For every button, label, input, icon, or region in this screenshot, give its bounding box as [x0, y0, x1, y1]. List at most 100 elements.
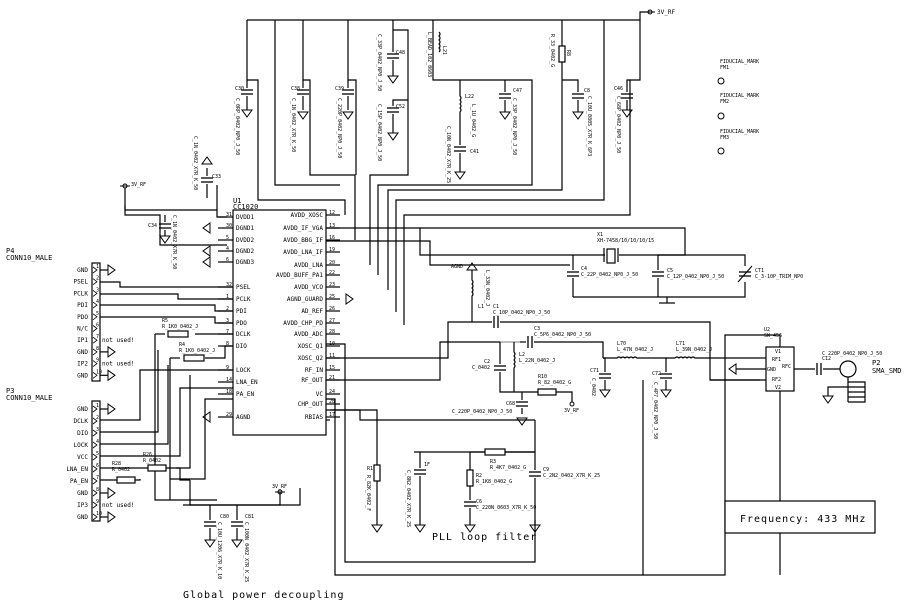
svg-text:P3: P3 — [6, 387, 14, 395]
u1-pin-avdd-xosc: AVDD_XOSC — [290, 212, 323, 219]
svg-text:C6: C6 — [476, 499, 482, 505]
u1-pin-number: 11 — [329, 353, 335, 359]
svg-text:R26: R26 — [143, 452, 152, 458]
pll-loop-filter: R1 R_82K_0402_F 1F C_8N2_0402_X7R_K_25 R… — [326, 409, 600, 543]
u1-pin-agnd-guard: AGND_GUARD — [287, 296, 324, 303]
frequency-label: Frequency: 433 MHz — [740, 514, 866, 525]
p3-pin-label: LNA_EN — [66, 466, 88, 473]
ground-icon — [107, 346, 116, 358]
digital-wires — [100, 281, 301, 506]
u1-pin-number: 2 — [226, 306, 229, 312]
ground-icon — [202, 245, 211, 257]
u1-pin-lock: LOCK — [236, 367, 251, 374]
svg-text:SMA_SMD: SMA_SMD — [872, 367, 902, 375]
u1-pin-avdd-buff-pa1: AVDD_BUFF_PA1 — [276, 272, 323, 279]
svg-text:L_39N_0402_J: L_39N_0402_J — [676, 347, 712, 353]
resistor-r26: R26 R_0402 — [143, 452, 167, 472]
u1-pin-pdi: PDI — [236, 308, 247, 315]
pin-arrow-icon — [92, 371, 98, 379]
capacitor-c47: C47 C_33P_0402_NP0_J_50 — [498, 80, 522, 155]
p4-pin-label: GND — [77, 267, 88, 274]
svg-text:C_10N_0402_X7R_K_25: C_10N_0402_X7R_K_25 — [445, 126, 451, 183]
pin-arrow-icon — [92, 513, 98, 521]
u1-pin-avdd-if-vga: AVDD_IF_VGA — [283, 225, 323, 232]
u1-pin-number: 32 — [226, 282, 232, 288]
u1-pin-avdd-adc: AVDD_ADC — [294, 331, 323, 338]
u1-pin-vc: VC — [316, 391, 324, 398]
svg-text:C33: C33 — [212, 174, 221, 180]
svg-text:C_10P_0402_NP0_J_50: C_10P_0402_NP0_J_50 — [493, 310, 550, 316]
svg-text:R_4K7_0402_G: R_4K7_0402_G — [490, 465, 526, 471]
svg-text:L70: L70 — [617, 341, 626, 347]
u1-pin-number: 18 — [226, 389, 232, 395]
p4-pin-number: 3 — [96, 287, 99, 293]
u1-pin-number: 27 — [329, 318, 335, 324]
ground-icon — [202, 222, 211, 234]
svg-text:L_33N_0402_J: L_33N_0402_J — [484, 270, 490, 306]
svg-text:L_BEAD_102_0603: L_BEAD_102_0603 — [426, 32, 432, 77]
p3-pin-number: 4 — [96, 439, 99, 445]
svg-text:R_1K0_0402_J: R_1K0_0402_J — [179, 348, 215, 354]
u1-pin-avdd-vco: AVDD_VCO — [294, 284, 323, 291]
p3-pin-label: LOCK — [74, 442, 89, 449]
ground-icon — [202, 256, 211, 268]
inductor-l22: L22 L_1U_0402_G C41 C_10N_0402_X7R_K_25 — [445, 80, 479, 183]
svg-text:C3: C3 — [534, 326, 540, 332]
svg-text:CONN10_MALE: CONN10_MALE — [6, 254, 52, 262]
ground-icon — [107, 511, 116, 523]
svg-text:C5: C5 — [667, 268, 673, 274]
capacitor-c38: C38 C_1N_0402_X7R_K_50 — [290, 80, 310, 152]
svg-text:C1: C1 — [493, 304, 499, 310]
u1-pin-dgnd1: DGND1 — [236, 225, 254, 232]
svg-text:X1: X1 — [597, 232, 603, 238]
u1-pin-number: 23 — [329, 282, 335, 288]
power-symbol-3v-rf-left: 3V_RF — [120, 182, 146, 189]
svg-text:C_0402: C_0402 — [472, 365, 490, 371]
svg-text:C72: C72 — [652, 371, 661, 377]
u1-pin-number: 14 — [226, 377, 232, 383]
u1-pin-number: 7 — [226, 329, 229, 335]
p4-pin-label: PDO — [77, 314, 88, 321]
u1-pin-number: 30 — [226, 223, 232, 229]
svg-text:R_82K_0402_F: R_82K_0402_F — [365, 475, 371, 511]
ic-u2-switch: U2 SW_456 V1 RF1 GND RFC RF2 V2 C12 C_22… — [643, 327, 882, 576]
pin-arrow-icon — [92, 278, 98, 286]
p3-pin-number: 5 — [96, 451, 99, 457]
u1-pin-number: 20 — [329, 260, 335, 266]
svg-text:R1: R1 — [367, 466, 373, 472]
svg-text:R_1K0_0402_J: R_1K0_0402_J — [162, 324, 198, 330]
svg-text:FM1: FM1 — [720, 65, 729, 71]
u1-pin-number: 28 — [329, 399, 335, 405]
u1-pin-number: 31 — [226, 212, 232, 218]
u1-pin-number: 1 — [226, 294, 229, 300]
u1-pin-dgnd2: DGND2 — [236, 248, 254, 255]
capacitor-c34: C34 C_1N_0402_X7R_K_50 — [148, 215, 177, 269]
u1-pin-avdd-bbg-if: AVDD_BBG_IF — [283, 237, 323, 244]
pin-arrow-icon — [92, 360, 98, 367]
pin-arrow-icon — [92, 325, 98, 332]
svg-text:RF1: RF1 — [772, 357, 781, 363]
pin-arrow-icon — [92, 336, 98, 344]
svg-text:CT1: CT1 — [755, 268, 764, 274]
pin-arrow-icon — [92, 290, 98, 297]
resistor-r28: R28 R_0402 — [112, 461, 136, 484]
u1-pin-dvdd2: DVDD2 — [236, 237, 254, 244]
svg-text:C41: C41 — [470, 149, 479, 155]
pin-arrow-icon — [92, 301, 98, 309]
svg-text:L71: L71 — [676, 341, 685, 347]
svg-text:SW_456: SW_456 — [764, 333, 782, 339]
svg-text:C_0RP_0402_NP0_J_50: C_0RP_0402_NP0_J_50 — [234, 98, 240, 155]
svg-text:C9: C9 — [543, 467, 549, 473]
p4-pin-note: not used! — [102, 361, 135, 368]
u1-pin-number: 26 — [329, 306, 335, 312]
u1-pin-pdo: PDO — [236, 320, 247, 327]
svg-text:C39: C39 — [335, 86, 344, 92]
connector-p2-sma: P2 SMA_SMD — [822, 359, 902, 404]
u1-pin-pa_en: PA_EN — [236, 391, 254, 398]
supply-wires — [124, 20, 641, 325]
p4-pin-label: GND — [77, 372, 88, 379]
svg-text:P2: P2 — [872, 359, 880, 367]
p4-pin-number: 9 — [96, 358, 99, 364]
